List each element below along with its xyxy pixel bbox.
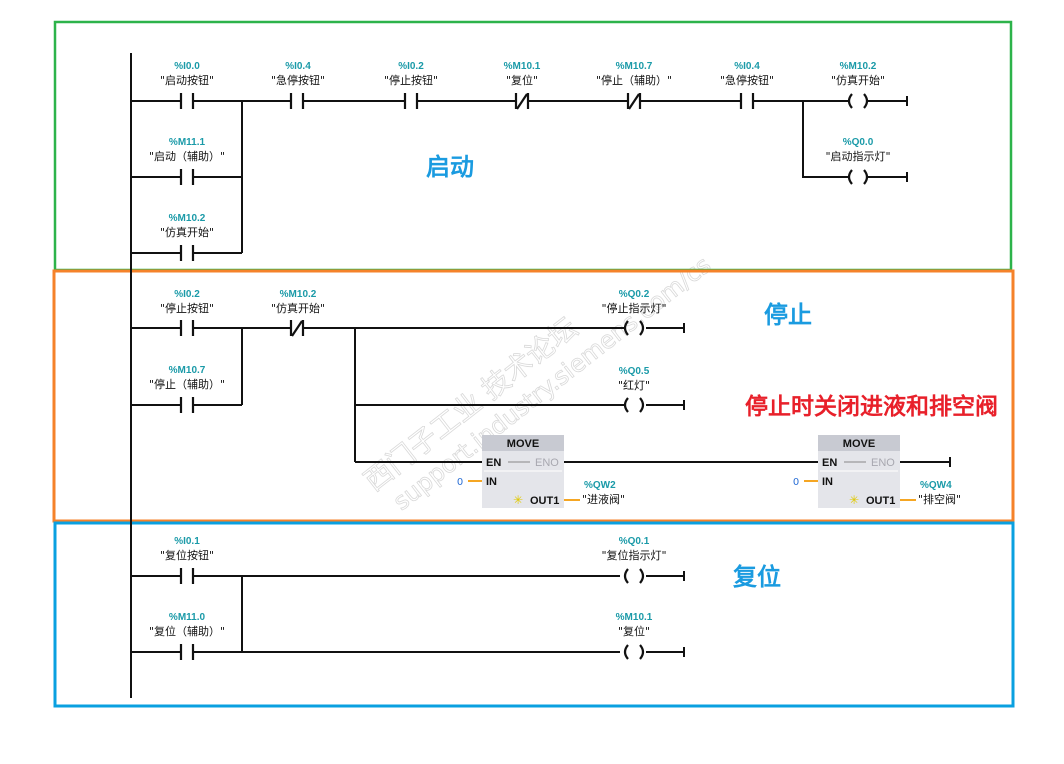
addr-label: %Q0.2: [619, 289, 650, 300]
section-label-start: 启动: [426, 153, 474, 181]
section-label-stop: 停止: [764, 301, 812, 329]
move-block-2[interactable]: MOVE EN ENO IN ✳ OUT1: [818, 435, 900, 508]
section-stop-frame: [52, 269, 1015, 523]
addr-label: %Q0.0: [843, 137, 874, 148]
addr-label: %I0.2: [398, 61, 424, 72]
move-out: OUT1: [866, 495, 895, 507]
addr-label: %M11.0: [169, 612, 206, 623]
addr-label: %I0.4: [734, 61, 760, 72]
contact-I0.0[interactable]: [179, 93, 195, 109]
symbol-label: "复位按钮": [160, 548, 214, 562]
coil-Q0.5[interactable]: [623, 397, 645, 413]
coil-Q0.0[interactable]: [847, 169, 869, 185]
move-in-value: 0: [457, 477, 463, 488]
symbol-label: "复位": [506, 73, 538, 87]
move-en: EN: [486, 457, 501, 469]
coil-M10.2[interactable]: [847, 93, 869, 109]
move-in: IN: [822, 476, 833, 488]
section-label-reset: 复位: [732, 563, 781, 591]
addr-label: %Q0.5: [619, 366, 650, 377]
asterisk-icon: ✳: [849, 493, 859, 507]
contact-I0.2[interactable]: [403, 93, 419, 109]
symbol-label: "停止指示灯": [601, 301, 666, 315]
contact-I0.4-b[interactable]: [739, 93, 755, 109]
contact-M10.7[interactable]: [179, 397, 195, 413]
move-title: MOVE: [507, 438, 539, 450]
coil-M10.1[interactable]: [623, 644, 645, 660]
symbol-label: "复位": [618, 624, 650, 638]
coil-Q0.1[interactable]: [623, 568, 645, 584]
contact-M10.2[interactable]: [179, 245, 195, 261]
addr-label: %I0.0: [174, 61, 200, 72]
symbol-label: "进液阀": [582, 492, 625, 506]
addr-label: %Q0.1: [619, 536, 650, 547]
symbol-label: "急停按钮": [271, 73, 325, 87]
addr-label: %M10.1: [616, 612, 653, 623]
symbol-label: "仿真开始": [271, 301, 325, 315]
addr-label: %M11.1: [169, 137, 206, 148]
network-start: %I0.0 "启动按钮" %M11.1 "启动（辅助）" %M10.2 "仿真开…: [131, 61, 908, 261]
addr-label: %M10.2: [169, 213, 206, 224]
coil-Q0.2[interactable]: [623, 320, 645, 336]
symbol-label: "启动指示灯": [825, 149, 890, 163]
addr-label: %M10.1: [504, 61, 541, 72]
contact-M11.1[interactable]: [179, 169, 195, 185]
contact-M10.7-nc[interactable]: [626, 93, 642, 110]
section-reset-frame: [53, 521, 1015, 708]
network-reset: %I0.1 "复位按钮" %M11.0 "复位（辅助）" %Q0.1 "复位指示…: [131, 536, 781, 660]
addr-label: %QW4: [920, 480, 952, 491]
addr-label: %M10.7: [616, 61, 653, 72]
move-out: OUT1: [530, 495, 559, 507]
move-in: IN: [486, 476, 497, 488]
move-in-value: 0: [793, 477, 799, 488]
symbol-label: "启动（辅助）": [149, 149, 225, 163]
section-note-stop: 停止时关闭进液和排空阀: [745, 393, 998, 420]
symbol-label: "仿真开始": [831, 73, 885, 87]
network-stop: %I0.2 "停止按钮" %M10.7 "停止（辅助）" %M10.2 "仿真开…: [131, 289, 998, 508]
addr-label: %M10.7: [169, 365, 206, 376]
symbol-label: "红灯": [618, 379, 650, 392]
addr-label: %I0.1: [174, 536, 200, 547]
addr-label: %QW2: [584, 480, 616, 491]
contact-I0.1[interactable]: [179, 568, 195, 584]
move-en: EN: [822, 457, 837, 469]
contact-M11.0[interactable]: [179, 644, 195, 660]
addr-label: %M10.2: [280, 289, 317, 300]
addr-label: %I0.2: [174, 289, 200, 300]
symbol-label: "停止按钮": [160, 301, 214, 315]
symbol-label: "复位指示灯": [601, 548, 666, 562]
move-eno: ENO: [535, 457, 559, 469]
symbol-label: "停止按钮": [384, 73, 438, 87]
symbol-label: "复位（辅助）": [149, 624, 225, 638]
contact-M10.1-nc[interactable]: [514, 93, 530, 110]
symbol-label: "停止（辅助）": [596, 73, 672, 87]
symbol-label: "急停按钮": [720, 73, 774, 87]
asterisk-icon: ✳: [513, 493, 523, 507]
addr-label: %I0.4: [285, 61, 311, 72]
move-eno: ENO: [871, 457, 895, 469]
addr-label: %M10.2: [840, 61, 877, 72]
contact-I0.4[interactable]: [289, 93, 305, 109]
symbol-label: "停止（辅助）": [149, 377, 225, 391]
symbol-label: "排空阀": [918, 492, 961, 506]
contact-I0.2[interactable]: [179, 320, 195, 336]
symbol-label: "仿真开始": [160, 225, 214, 239]
contact-M10.2-nc[interactable]: [289, 320, 305, 337]
move-title: MOVE: [843, 438, 875, 450]
move-block-1[interactable]: MOVE EN ENO IN ✳ OUT1: [482, 435, 564, 508]
symbol-label: "启动按钮": [160, 73, 214, 87]
